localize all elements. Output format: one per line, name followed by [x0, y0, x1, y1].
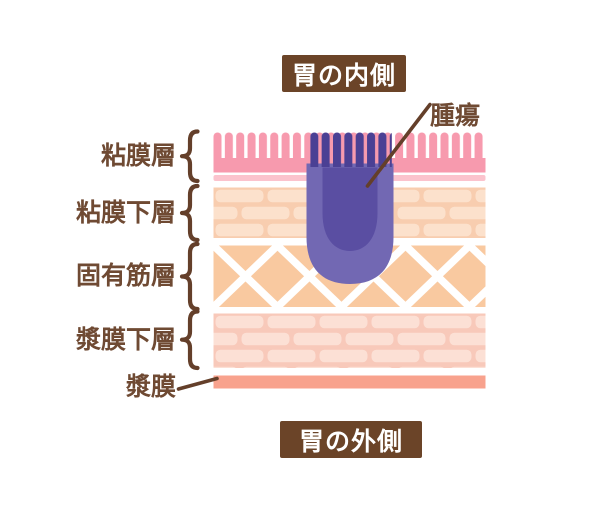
label-mucosa: 粘膜層	[100, 142, 176, 170]
brace-mucosa	[179, 129, 200, 184]
banner-stomach-inside: 胃の内側	[282, 55, 406, 92]
brace-muscularis	[179, 241, 200, 312]
serosa-pointer-line	[176, 376, 219, 391]
brace-submucosa	[179, 183, 200, 243]
layer-subserosa	[213, 313, 486, 368]
label-subserosa: 漿膜下層	[75, 326, 176, 354]
label-serosa: 漿膜	[125, 373, 176, 401]
tumor-inner-core	[322, 167, 378, 251]
tumor-pointer-line	[365, 102, 432, 188]
label-muscularis: 固有筋層	[75, 262, 176, 290]
tumor-villi	[310, 132, 392, 167]
layer-serosa	[213, 375, 486, 389]
tumor-shape	[306, 132, 394, 284]
banner-stomach-outside: 胃の外側	[280, 421, 422, 458]
label-tumor: 腫瘍	[430, 102, 481, 130]
label-submucosa: 粘膜下層	[75, 199, 176, 227]
brace-subserosa	[179, 309, 200, 371]
